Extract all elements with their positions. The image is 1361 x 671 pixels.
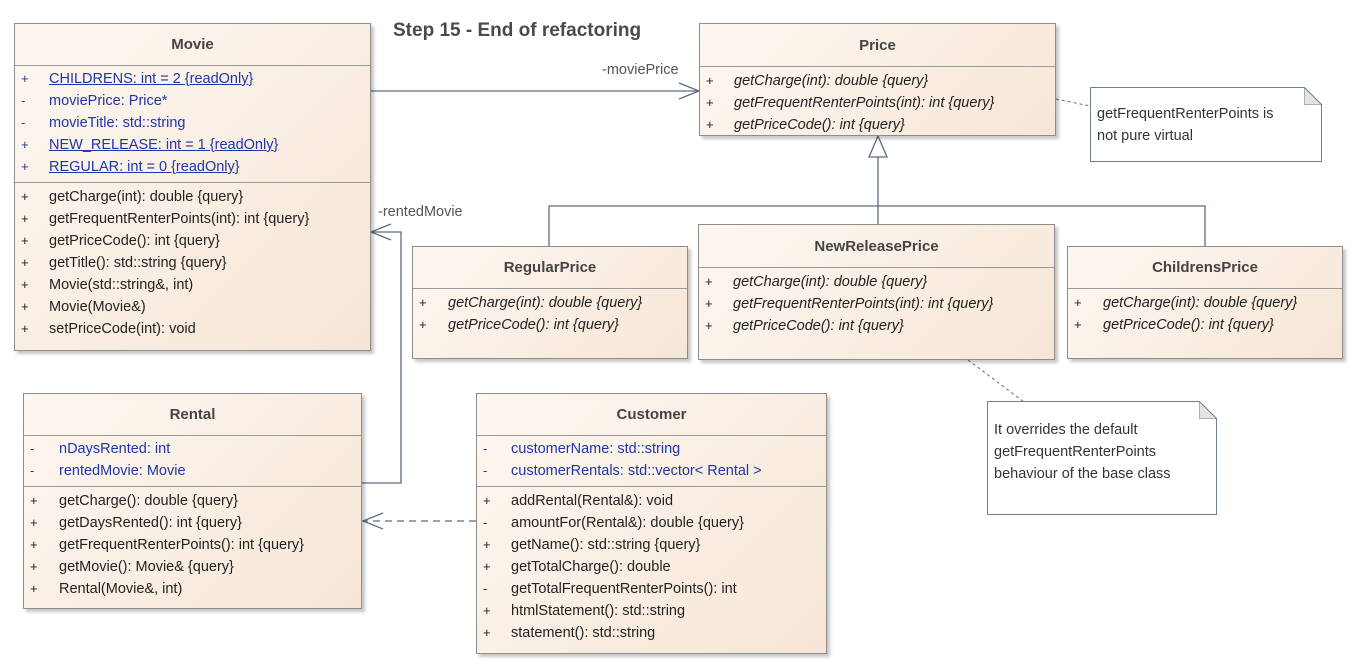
attribute-rented-movie: -rentedMovie: Movie [30, 463, 186, 479]
class-childrens-price[interactable]: ChildrensPrice +getCharge(int): double {… [1067, 246, 1343, 359]
operations-compartment: +getCharge(): double {query} +getDaysRen… [24, 487, 361, 604]
note-anchor-price [1055, 98, 1091, 107]
operation-row: +getPriceCode(): int {query} [705, 318, 904, 334]
attribute-movie-price: -moviePrice: Price* [21, 93, 168, 109]
operation-row: +getName(): std::string {query} [483, 537, 701, 553]
note-line: behaviour of the base class [994, 466, 1171, 482]
operation-row: +getCharge(int): double {query} [1074, 295, 1298, 311]
operation-row: +getCharge(): double {query} [30, 493, 238, 509]
attributes-compartment: +CHILDRENS: int = 2 {readOnly} -moviePri… [15, 66, 370, 183]
operation-row: +htmlStatement(): std::string [483, 603, 686, 619]
operation-row: +getPriceCode(): int {query} [1074, 317, 1274, 333]
class-customer[interactable]: Customer -customerName: std::string -cus… [476, 393, 827, 654]
class-name: Movie [15, 24, 370, 66]
operation-row: +statement(): std::string [483, 625, 656, 641]
class-name: Customer [477, 394, 826, 436]
operation-row: +getPriceCode(): int {query} [21, 233, 220, 249]
note-line: getFrequentRenterPoints [994, 444, 1157, 460]
note-anchor-new-release [967, 359, 1025, 403]
operation-row: +getFrequentRenterPoints(): int {query} [30, 537, 305, 553]
class-rental[interactable]: Rental -nDaysRented: int -rentedMovie: M… [23, 393, 362, 609]
note-fold-icon [1199, 401, 1217, 419]
attributes-compartment: -nDaysRented: int -rentedMovie: Movie [24, 436, 361, 487]
operation-row: +getFrequentRenterPoints(int): int {quer… [21, 211, 310, 227]
operation-row: +getTotalCharge(): double [483, 559, 671, 575]
class-regular-price[interactable]: RegularPrice +getCharge(int): double {qu… [412, 246, 688, 359]
association-arrowhead-movie [369, 223, 392, 241]
class-name: NewReleasePrice [699, 225, 1054, 268]
diagram-title: Step 15 - End of refactoring [393, 20, 642, 41]
association-label-rented-movie: -rentedMovie [378, 204, 463, 220]
note-line: It overrides the default [994, 422, 1138, 438]
operation-row: +setPriceCode(int): void [21, 321, 196, 337]
class-name: Rental [24, 394, 361, 436]
note-fold-icon [1304, 87, 1322, 105]
generalization-tree [548, 205, 1206, 246]
attribute-childrens: +CHILDRENS: int = 2 {readOnly} [21, 71, 254, 87]
attributes-compartment: -customerName: std::string -customerRent… [477, 436, 826, 487]
attribute-n-days-rented: -nDaysRented: int [30, 441, 171, 457]
operation-row: +getCharge(int): double {query} [706, 73, 929, 89]
operations-compartment: +addRental(Rental&): void -amountFor(Ren… [477, 487, 826, 648]
operation-row: +getDaysRented(): int {query} [30, 515, 242, 531]
generalization-triangle [868, 134, 888, 158]
operations-compartment: +getCharge(int): double {query} +getFreq… [699, 268, 1054, 341]
note-new-release-price[interactable]: It overrides the default getFrequentRent… [987, 401, 1217, 515]
operations-compartment: +getCharge(int): double {query} +getPric… [413, 289, 687, 340]
attribute-customer-name: -customerName: std::string [483, 441, 681, 457]
operation-row: +Movie(Movie&) [21, 299, 146, 315]
attribute-movie-title: -movieTitle: std::string [21, 115, 186, 131]
note-line: getFrequentRenterPoints is [1097, 106, 1274, 122]
class-price[interactable]: Price +getCharge(int): double {query} +g… [699, 23, 1056, 136]
operation-row: +getCharge(int): double {query} [705, 274, 928, 290]
class-name: RegularPrice [413, 247, 687, 289]
class-name: Price [700, 24, 1055, 67]
operation-row: +Movie(std::string&, int) [21, 277, 194, 293]
operation-row: -amountFor(Rental&): double {query} [483, 515, 744, 531]
operations-compartment: +getCharge(int): double {query} +getFreq… [700, 67, 1055, 140]
association-label-movie-price: -moviePrice [602, 62, 679, 78]
class-new-release-price[interactable]: NewReleasePrice +getCharge(int): double … [698, 224, 1055, 360]
dependency-arrowhead-rental [361, 512, 384, 530]
operation-row: +getCharge(int): double {query} [419, 295, 643, 311]
operation-row: +getTitle(): std::string {query} [21, 255, 227, 271]
association-rental-movie [362, 231, 402, 484]
operation-row: +getPriceCode(): int {query} [419, 317, 619, 333]
operations-compartment: +getCharge(int): double {query} +getFreq… [15, 183, 370, 344]
operation-row: +addRental(Rental&): void [483, 493, 674, 509]
operation-row: +getFrequentRenterPoints(int): int {quer… [706, 95, 995, 111]
operation-row: +getCharge(int): double {query} [21, 189, 244, 205]
operation-row: +getPriceCode(): int {query} [706, 117, 905, 133]
note-price[interactable]: getFrequentRenterPoints is not pure virt… [1090, 87, 1322, 162]
operation-row: +getMovie(): Movie& {query} [30, 559, 234, 575]
class-movie[interactable]: Movie +CHILDRENS: int = 2 {readOnly} -mo… [14, 23, 371, 351]
attribute-customer-rentals: -customerRentals: std::vector< Rental > [483, 463, 762, 479]
attribute-new-release: +NEW_RELEASE: int = 1 {readOnly} [21, 137, 279, 153]
class-name: ChildrensPrice [1068, 247, 1342, 289]
note-line: not pure virtual [1097, 128, 1193, 144]
operations-compartment: +getCharge(int): double {query} +getPric… [1068, 289, 1342, 340]
operation-row: -getTotalFrequentRenterPoints(): int [483, 581, 737, 597]
operation-row: +getFrequentRenterPoints(int): int {quer… [705, 296, 994, 312]
operation-row: +Rental(Movie&, int) [30, 581, 183, 597]
attribute-regular: +REGULAR: int = 0 {readOnly} [21, 159, 240, 175]
